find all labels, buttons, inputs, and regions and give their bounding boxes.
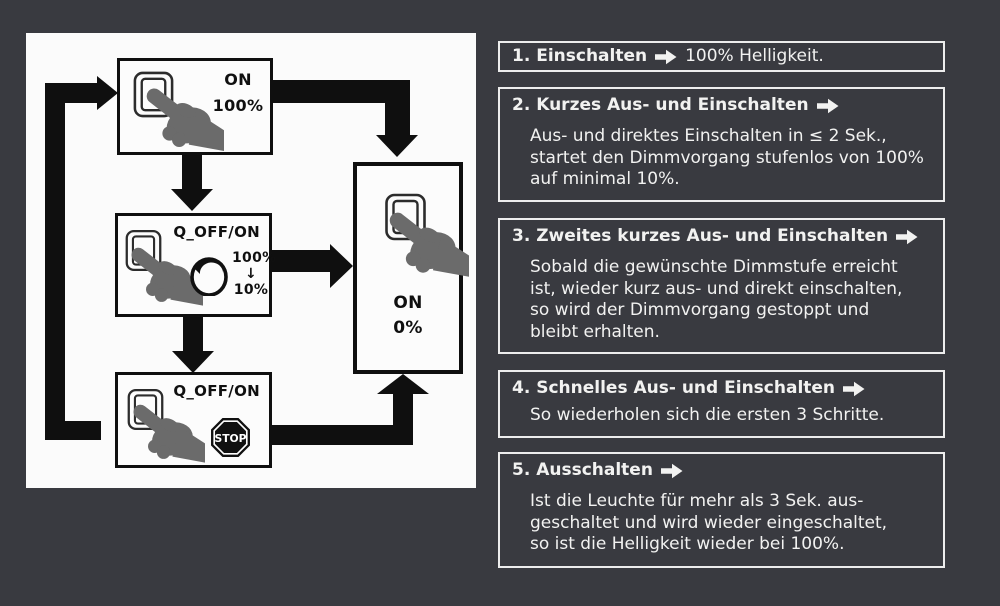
step-3-line: so wird der Dimmvorgang gestoppt und (530, 300, 870, 320)
step-3-line: ist, wieder kurz aus- und direkt einscha… (530, 278, 903, 299)
step-4-title: 4. Schnelles Aus- und Einschalten (512, 378, 836, 398)
arrow-stop-to-off-vbar (393, 393, 413, 445)
step-1-header: 1. Einschalten 100% Helligkeit. (500, 43, 943, 66)
arrow-right-icon (660, 463, 683, 478)
dimmer-knob-icon (190, 256, 228, 296)
step-3-title: 3. Zweites kurzes Aus- und Einschalten (512, 226, 889, 246)
arrow-right-icon (896, 229, 918, 244)
step-5-box: 5. Ausschalten Ist die Leuchte für mehr … (498, 452, 945, 568)
node-switch-off: ON 0% (353, 162, 469, 374)
step-3-line: bleibt erhalten. (530, 321, 660, 342)
arrow-dim-to-off-bar (272, 250, 332, 272)
step-2-description: Aus- und direktes Einschalten in ≤ 2 Sek… (500, 115, 943, 191)
node-on-state-label: ON (224, 70, 252, 89)
arrow-dim-to-stop-head-icon (172, 351, 214, 373)
arrow-on-to-dim-bar (182, 153, 202, 191)
arrow-on-to-off-head-icon (376, 135, 418, 157)
step-4-box: 4. Schnelles Aus- und Einschalten So wie… (498, 370, 945, 438)
node-off-state-label: ON (393, 293, 423, 313)
loop-arrowhead-icon (97, 76, 118, 110)
step-3-header: 3. Zweites kurzes Aus- und Einschalten (500, 220, 943, 246)
step-4-header: 4. Schnelles Aus- und Einschalten (500, 372, 943, 398)
dim-level-to: 10% (233, 282, 269, 298)
arrow-on-to-off-vbar (385, 80, 410, 137)
node-off-brightness-value: 0% (393, 318, 423, 338)
node-dim-title: Q_OFF/ON (173, 223, 260, 241)
step-1-box: 1. Einschalten 100% Helligkeit. (498, 41, 945, 72)
dim-level-arrow-icon: ↓ (244, 266, 258, 282)
step-3-box: 3. Zweites kurzes Aus- und Einschalten S… (498, 218, 945, 354)
step-5-line: geschaltet und wird wieder eingeschaltet… (530, 512, 888, 533)
step-5-header: 5. Ausschalten (500, 454, 943, 480)
node-switch-on: ON 100% (117, 58, 273, 155)
step-2-box: 2. Kurzes Aus- und Einschalten Aus- und … (498, 87, 945, 202)
arrow-on-to-off-hbar (273, 80, 410, 103)
pressing-hand-icon (387, 210, 469, 277)
stop-sign-icon: STOP (211, 418, 250, 457)
node-on-brightness-value: 100% (212, 96, 264, 115)
step-4-line: So wiederholen sich die ersten 3 Schritt… (530, 405, 885, 425)
dim-level-from: 100% (232, 250, 277, 266)
step-5-line: so ist die Helligkeit wieder bei 100%. (530, 534, 845, 554)
node-switch-off-labels: ON 0% (378, 294, 438, 338)
arrow-right-icon (655, 49, 677, 64)
step-5-title: 5. Ausschalten (512, 460, 653, 480)
step-3-description: Sobald die gewünschte Dimmstufe erreicht… (500, 246, 943, 343)
step-4-description: So wiederholen sich die ersten 3 Schritt… (500, 398, 943, 427)
dimming-flowchart-panel: ON 100% Q_OFF/ON 100% ↓ 10% Q_OFF/ON STO… (26, 33, 476, 488)
step-3-line: Sobald die gewünschte Dimmstufe erreicht (530, 257, 898, 277)
step-2-header: 2. Kurzes Aus- und Einschalten (500, 89, 943, 115)
arrow-stop-to-off-head-icon (377, 374, 429, 394)
loop-arrow-vertical-bar (45, 83, 65, 440)
node-dim-stop: Q_OFF/ON STOP (115, 372, 272, 468)
stop-sign-text: STOP (214, 432, 246, 445)
step-2-line: auf minimal 10%. (530, 169, 680, 189)
arrow-dim-to-stop-bar (183, 317, 203, 353)
arrow-right-icon (816, 98, 839, 113)
pressing-hand-icon (131, 403, 205, 463)
step-1-result: 100% Helligkeit. (685, 46, 824, 66)
step-2-line: startet den Dimmvorgang stufenlos von 10… (530, 147, 924, 168)
step-5-line: Ist die Leuchte für mehr als 3 Sek. aus- (530, 491, 864, 511)
arrow-stop-to-off-hbar (272, 425, 413, 445)
arrow-dim-to-off-head-icon (330, 244, 353, 288)
node-switch-on-labels: ON 100% (208, 71, 268, 115)
loop-arrow-top-bar (45, 83, 98, 103)
arrow-on-to-dim-head-icon (171, 189, 213, 211)
node-dim-cycle: Q_OFF/ON 100% ↓ 10% (115, 213, 277, 317)
arrow-right-icon (843, 381, 865, 396)
node-dim-levels: 100% ↓ 10% (232, 250, 277, 298)
step-2-title: 2. Kurzes Aus- und Einschalten (512, 95, 809, 115)
step-5-description: Ist die Leuchte für mehr als 3 Sek. aus-… (500, 480, 943, 556)
step-2-line: Aus- und direktes Einschalten in ≤ 2 Sek… (530, 126, 887, 146)
loop-arrow-bottom-bar (45, 421, 101, 440)
node-stop-title: Q_OFF/ON (173, 382, 260, 400)
step-1-title: 1. Einschalten (512, 46, 648, 66)
